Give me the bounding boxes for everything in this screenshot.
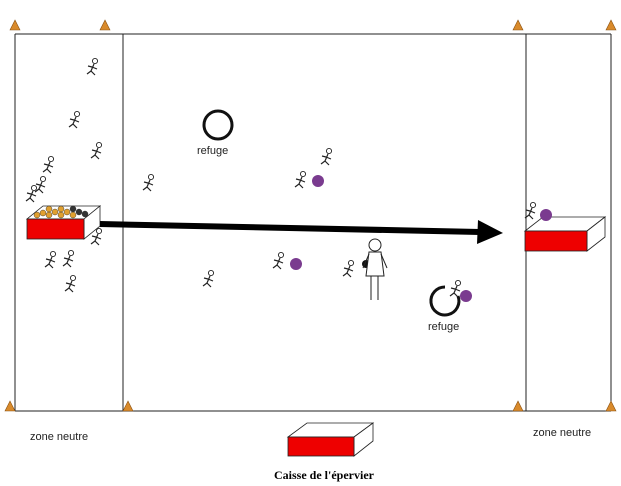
left-ball-box-icon [25,205,102,240]
cone-icon [512,19,524,31]
player-icon [320,147,333,166]
player-icon [62,249,75,268]
ball-icon [540,209,552,221]
refuge-label-bottom: refuge [428,321,460,333]
refuge-circle-icon [202,109,234,141]
players-left-zone [25,57,103,293]
player-icon [294,170,307,189]
player-icon [44,250,57,269]
balls-carried [290,175,552,302]
player-icon [64,274,77,293]
legend-caption: Caisse de l'épervier [274,468,374,482]
player-icon [42,155,55,174]
ball-icon [290,258,302,270]
refuge-label-top: refuge [197,145,229,157]
teacher-epervier-icon [362,238,388,300]
zone-neutre-label-left: zone neutre [30,431,89,443]
cone-icon [605,400,617,412]
direction-arrow [99,220,503,244]
cone-icon [122,400,134,412]
player-icon [142,173,155,192]
cone-icon [4,400,16,412]
cone-icon [512,400,524,412]
legend-ball-box-icon [286,422,375,457]
cone-icon [99,19,111,31]
player-icon [86,57,99,76]
player-icon [202,269,215,288]
balls-in-box [33,205,89,219]
player-icon [449,279,462,298]
cone-icon [605,19,617,31]
player-icon [342,259,355,278]
player-icon [34,175,47,194]
ball-icon [312,175,324,187]
player-icon [272,251,285,270]
right-ball-box-icon [523,216,607,252]
cone-icon [9,19,21,31]
zone-neutre-label-right: zone neutre [533,427,592,439]
player-icon [68,110,81,129]
player-icon [90,141,103,160]
ball-icon [460,290,472,302]
player-icon [25,184,38,203]
player-icon [524,201,537,220]
refuge-circle-icon [429,285,461,317]
players-center [142,147,537,298]
